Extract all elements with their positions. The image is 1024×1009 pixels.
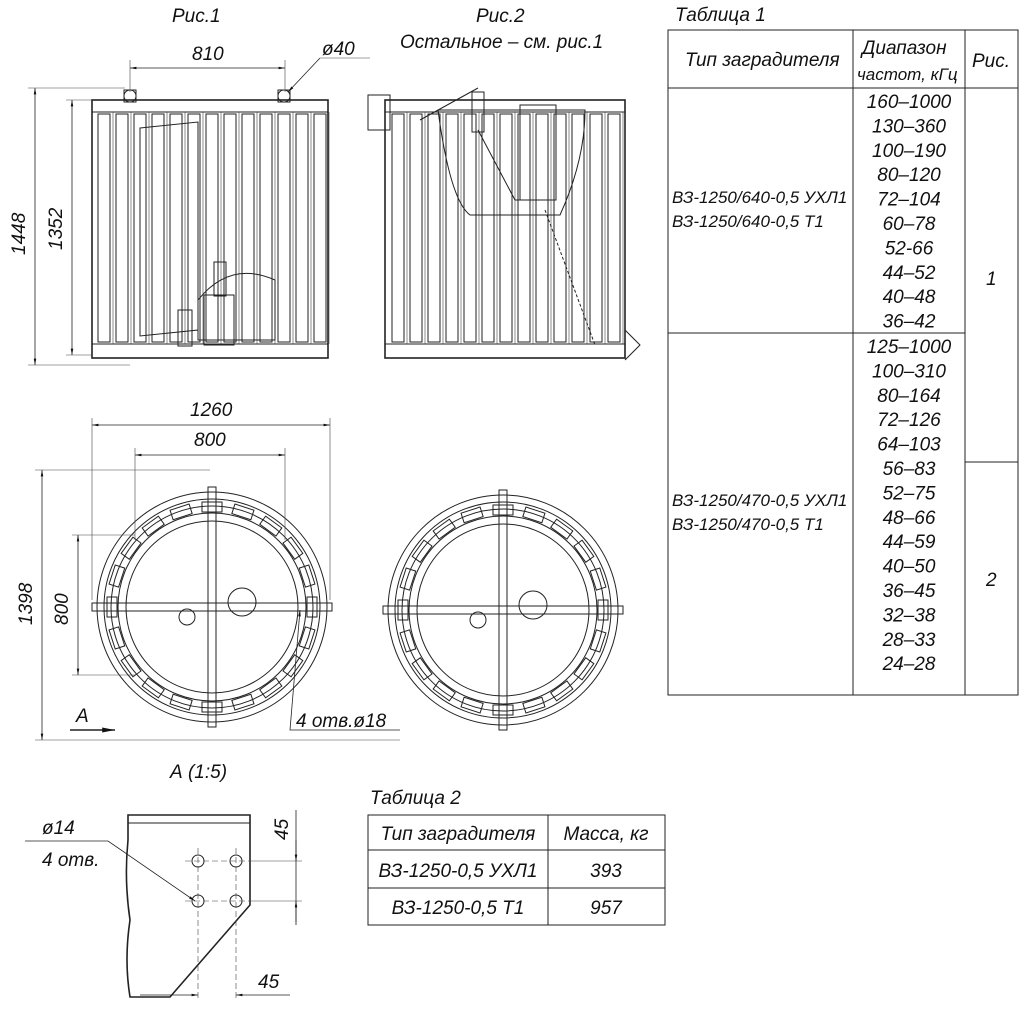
dim-800-h: 800 bbox=[194, 430, 226, 451]
fig1-plan-view bbox=[91, 486, 333, 728]
dim-1260: 1260 bbox=[190, 400, 233, 421]
detail-a-view bbox=[25, 810, 302, 1000]
dim-1448: 1448 bbox=[9, 212, 30, 255]
table1-range: 56–83 bbox=[883, 459, 936, 480]
dim-1398: 1398 bbox=[16, 582, 37, 625]
dim-dia40: ø40 bbox=[322, 39, 355, 60]
table-1: Таблица 1 Тип заградителя Диапазон часто… bbox=[667, 5, 1019, 696]
fig1-front-view bbox=[91, 89, 330, 359]
table1-range: 36–45 bbox=[883, 581, 936, 602]
fig2-title: Рис.2 bbox=[476, 6, 525, 27]
table1-range: 72–104 bbox=[877, 190, 940, 211]
table1-type: ВЗ-1250/640-0,5 Т1 bbox=[672, 212, 824, 231]
table1-range: 72–126 bbox=[877, 410, 941, 431]
table1-range: 28–33 bbox=[882, 630, 936, 651]
table1-range: 130–360 bbox=[872, 116, 946, 137]
table2-title: Таблица 2 bbox=[370, 788, 461, 809]
table1-range: 80–164 bbox=[877, 386, 940, 407]
table1-range: 64–103 bbox=[877, 435, 941, 456]
table1-range: 100–310 bbox=[872, 361, 946, 382]
table1-range: 125–1000 bbox=[867, 337, 952, 358]
table1-range: 52-66 bbox=[885, 238, 934, 259]
table-2: Таблица 2 Тип заградителя Масса, кг ВЗ-1… bbox=[367, 788, 666, 926]
detail-hole-dia: ø14 bbox=[42, 818, 75, 839]
fig1-title: Рис.1 bbox=[172, 6, 221, 27]
table1-range: 160–1000 bbox=[867, 92, 952, 113]
table2-header-mass: Масса, кг bbox=[563, 824, 648, 845]
detail-dim-vertical: 45 bbox=[272, 818, 293, 840]
table1-range: 48–66 bbox=[883, 508, 936, 529]
table1-header-range-1: Диапазон bbox=[860, 38, 947, 59]
table1-range: 52–75 bbox=[883, 483, 936, 504]
table1-range: 40–48 bbox=[883, 287, 936, 308]
table1-fig: 2 bbox=[985, 570, 997, 591]
table1-range: 24–28 bbox=[882, 654, 936, 675]
dim-1352: 1352 bbox=[46, 207, 67, 250]
dim-810: 810 bbox=[192, 44, 224, 65]
table1-header-type: Тип заградителя bbox=[685, 50, 840, 71]
table1-range: 36–42 bbox=[883, 312, 936, 333]
fig2-front-view bbox=[367, 87, 641, 361]
table2-row2-type: ВЗ-1250-0,5 Т1 bbox=[392, 898, 525, 919]
dim-4-holes-18: 4 отв.ø18 bbox=[296, 711, 387, 732]
fig2-note: Остальное – см. рис.1 bbox=[400, 32, 603, 53]
table2-row1-mass: 393 bbox=[590, 861, 622, 882]
table1-header-fig: Рис. bbox=[972, 51, 1010, 72]
table1-range: 60–78 bbox=[883, 214, 936, 235]
detail-title: А (1:5) bbox=[169, 762, 227, 783]
table1-range: 44–52 bbox=[883, 263, 936, 284]
table1-range: 80–120 bbox=[877, 165, 941, 186]
table2-row2-mass: 957 bbox=[590, 898, 623, 919]
table1-type: ВЗ-1250/640-0,5 УХЛ1 bbox=[672, 188, 847, 207]
table1-range: 44–59 bbox=[883, 532, 936, 553]
view-a-label: А bbox=[75, 706, 89, 727]
table2-header-type: Тип заградителя bbox=[381, 824, 536, 845]
table1-title: Таблица 1 bbox=[675, 5, 766, 26]
table1-type: ВЗ-1250/470-0,5 УХЛ1 bbox=[672, 491, 847, 510]
table2-row1-type: ВЗ-1250-0,5 УХЛ1 bbox=[379, 861, 538, 882]
table1-type: ВЗ-1250/470-0,5 Т1 bbox=[672, 515, 824, 534]
table1-fig: 1 bbox=[986, 269, 997, 290]
table1-range: 40–50 bbox=[883, 557, 936, 578]
detail-hole-count: 4 отв. bbox=[42, 850, 99, 871]
fig2-plan-view bbox=[382, 489, 624, 731]
table1-range: 100–190 bbox=[872, 141, 946, 162]
detail-dim-horizontal: 45 bbox=[258, 972, 280, 993]
dim-800-v: 800 bbox=[52, 593, 73, 625]
table1-range: 32–38 bbox=[883, 605, 936, 626]
table1-header-range-2: частот, кГц bbox=[857, 65, 958, 84]
